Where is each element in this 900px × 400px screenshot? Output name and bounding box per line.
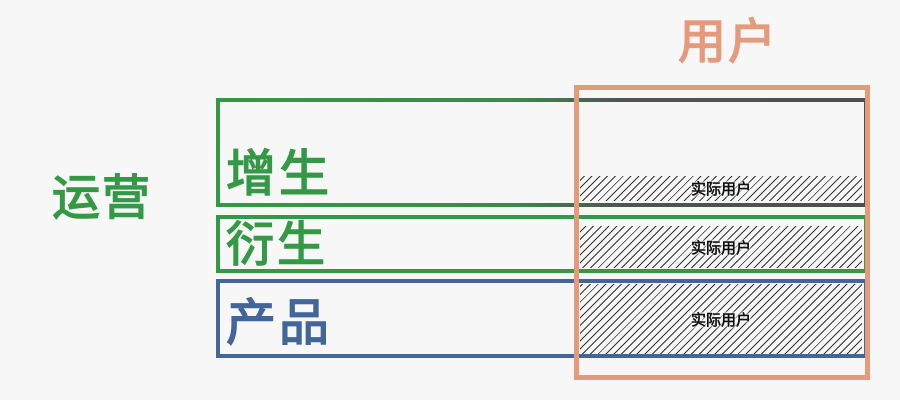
- derive-actual-users-hatch: 实际用户: [580, 226, 862, 268]
- derive-actual-users-label: 实际用户: [690, 238, 751, 257]
- user-column-box: [574, 85, 870, 380]
- growth-actual-users-hatch: 实际用户: [580, 176, 862, 201]
- operations-label: 运营: [52, 170, 153, 226]
- product-actual-users-hatch: 实际用户: [580, 284, 862, 354]
- growth-label: 增生: [226, 145, 332, 203]
- derive-row-box: 衍生: [216, 215, 868, 273]
- growth-actual-users-label: 实际用户: [690, 180, 751, 198]
- growth-row-box: 增生: [216, 98, 868, 207]
- product-actual-users-label: 实际用户: [690, 310, 751, 329]
- product-label: 产品: [226, 294, 332, 352]
- user-label: 用户: [678, 14, 779, 70]
- derive-label: 衍生: [226, 217, 329, 273]
- product-row-box: 产品: [216, 279, 868, 358]
